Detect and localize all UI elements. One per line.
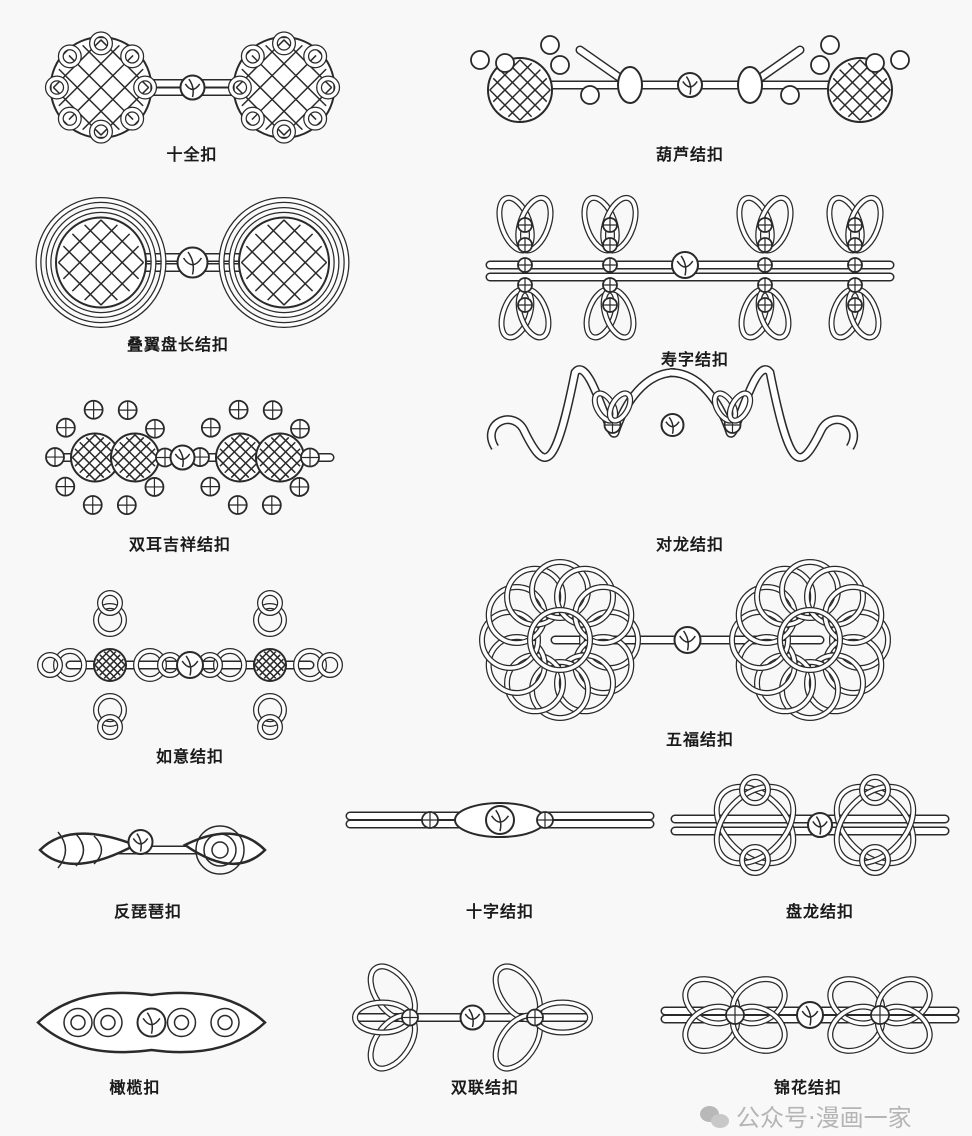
wechat-icon xyxy=(700,1106,730,1130)
knot-label: 十全扣 xyxy=(166,145,218,164)
knot-label: 锦花结扣 xyxy=(773,1078,843,1097)
knot-label: 对龙结扣 xyxy=(655,535,725,554)
knot-illustration-7 xyxy=(37,590,343,740)
watermark: 公众号·漫画一家 xyxy=(700,1104,912,1132)
knot-label: 双联结扣 xyxy=(450,1078,520,1097)
knot-label: 五福结扣 xyxy=(665,730,735,749)
knot-illustration-2 xyxy=(470,35,910,123)
knot-illustration-13 xyxy=(352,963,593,1072)
knot-label: 橄榄扣 xyxy=(109,1078,161,1097)
knot-illustration-10 xyxy=(345,802,655,838)
knot-illustration-11 xyxy=(670,774,950,876)
knot-illustration-8 xyxy=(479,559,891,721)
knot-label: 盘龙结扣 xyxy=(785,902,855,921)
knot-label: 葫芦结扣 xyxy=(655,145,725,164)
knot-label: 十字结扣 xyxy=(465,902,535,921)
knot-illustration-12 xyxy=(36,991,267,1054)
knot-illustration-9 xyxy=(38,825,267,875)
knot-label: 双耳吉祥结扣 xyxy=(128,535,232,554)
knot-illustration-5 xyxy=(45,399,335,516)
knot-label: 寿字结扣 xyxy=(660,350,730,369)
knot-illustration-3 xyxy=(35,197,350,328)
knot-label: 叠翼盘长结扣 xyxy=(126,335,230,354)
watermark-text: 公众号·漫画一家 xyxy=(736,1104,912,1132)
knot-label: 反琵琶扣 xyxy=(113,902,183,921)
knot-illustration-6 xyxy=(486,365,859,462)
knot-label: 如意结扣 xyxy=(155,747,225,766)
knot-illustration-1 xyxy=(44,31,341,144)
knot-illustration-4 xyxy=(485,194,895,341)
knot-illustration-14 xyxy=(660,976,960,1054)
